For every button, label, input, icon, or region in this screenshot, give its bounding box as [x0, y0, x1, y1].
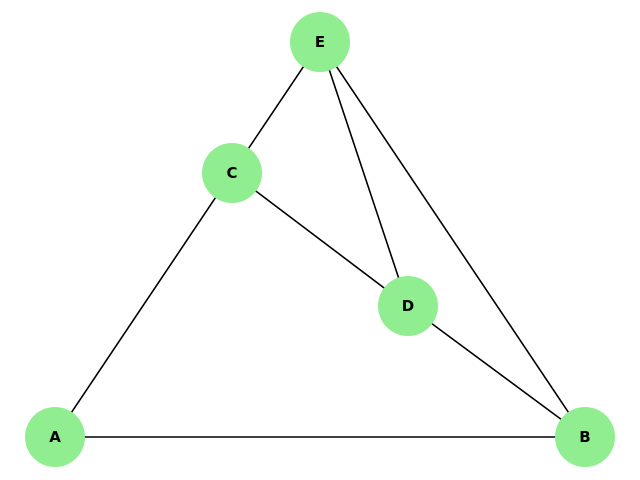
graph-edge-a-c [70, 196, 217, 414]
graph-node-a[interactable]: A [25, 407, 85, 467]
graph-node-b[interactable]: B [555, 407, 615, 467]
graph-edge-c-d [254, 189, 386, 290]
graph-node-d[interactable]: D [378, 276, 438, 336]
graph-edge-e-b [335, 65, 570, 414]
edge-layer [70, 65, 570, 438]
graph-node-circle-e[interactable] [290, 12, 350, 72]
graph-node-circle-b[interactable] [555, 407, 615, 467]
graph-node-circle-c[interactable] [202, 143, 262, 203]
graph-node-circle-a[interactable] [25, 407, 85, 467]
graph-edge-c-e [247, 65, 305, 150]
graph-node-e[interactable]: E [290, 12, 350, 72]
graph-node-c[interactable]: C [202, 143, 262, 203]
graph-edge-d-e [328, 68, 400, 280]
graph-node-circle-d[interactable] [378, 276, 438, 336]
graph-edge-d-b [430, 322, 563, 421]
